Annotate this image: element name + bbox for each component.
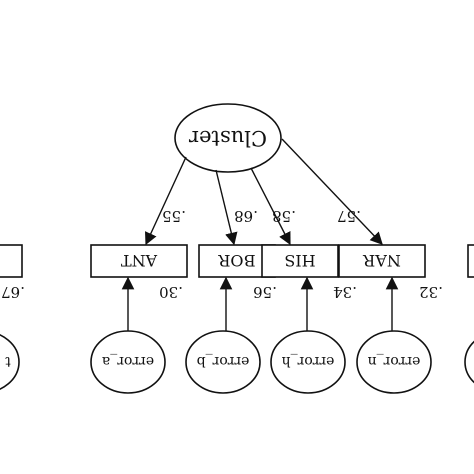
residual-value-his: .34 [333, 283, 357, 301]
error-ellipse-partial-left [464, 340, 474, 384]
error-label-partial-right-glyph: t [5, 353, 11, 369]
indicator-box-his [261, 244, 339, 278]
residual-value-ant: .30 [159, 283, 183, 301]
error-label-h: error_h [282, 353, 335, 369]
indicator-label-bor: BOR [217, 251, 255, 270]
error-ellipse-h [270, 330, 346, 394]
indicator-box-ant [90, 244, 188, 278]
error-ellipse-n [356, 330, 432, 394]
loading-arrow-ant [145, 156, 187, 246]
indicator-box-partial-right [0, 244, 23, 278]
residual-value-partial-right: .67 [1, 283, 25, 301]
loading-arrow-his [250, 167, 291, 246]
error-label-n: error_n [368, 353, 421, 369]
error-ellipse-partial-right [0, 334, 20, 390]
loading-arrow-nar [281, 138, 383, 245]
loading-arrow-bor [215, 169, 238, 246]
loading-value-his: .58 [272, 207, 296, 225]
indicator-label-ant: ANT [121, 251, 159, 270]
residual-value-bor: .56 [253, 283, 277, 301]
cluster-factor-label: Cluster [188, 126, 267, 150]
indicator-box-nar [338, 244, 426, 278]
error-ellipse-a [90, 330, 166, 394]
indicator-label-his: HIS [284, 251, 315, 270]
loading-value-nar: .57 [337, 207, 361, 225]
indicator-label-nar: NAR [362, 251, 401, 270]
error-label-a: error_a [102, 353, 154, 369]
loading-value-bor: .68 [234, 207, 258, 225]
indicator-box-partial-left [467, 244, 474, 278]
cluster-factor-ellipse [174, 103, 282, 173]
error-ellipse-b [185, 330, 261, 394]
residual-value-nar: .32 [419, 283, 443, 301]
loading-value-ant: .55 [162, 207, 186, 225]
error-label-b: error_b [197, 353, 250, 369]
